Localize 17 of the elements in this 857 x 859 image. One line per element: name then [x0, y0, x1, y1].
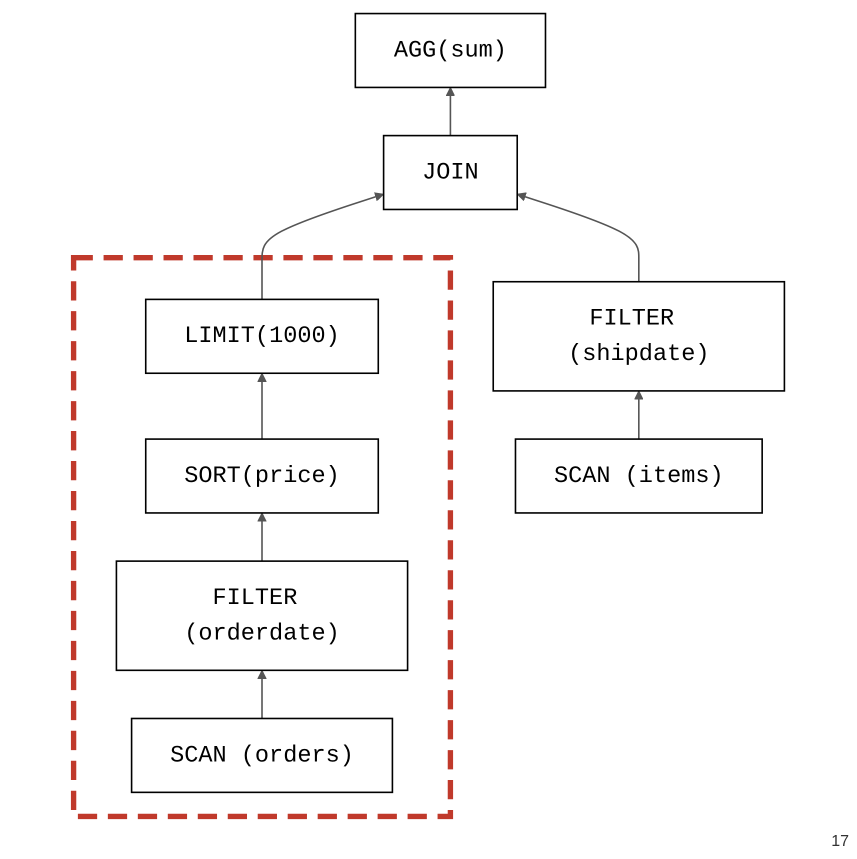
node-box: LIMIT(1000) — [144, 298, 379, 374]
cluster — [70, 254, 453, 820]
arrow — [256, 372, 266, 440]
arrow — [516, 192, 640, 282]
node-box: JOIN — [382, 134, 518, 210]
node-box: SORT(price) — [144, 438, 379, 514]
arrow — [256, 670, 266, 718]
node-box: FILTER (orderdate) — [115, 560, 408, 672]
node-box: SCAN (items) — [514, 438, 762, 514]
arrow — [634, 390, 644, 440]
node-box: FILTER (shipdate) — [492, 280, 785, 392]
node-box: SCAN (orders) — [130, 718, 393, 794]
arrow — [256, 512, 266, 562]
arrow — [445, 87, 455, 136]
page-number: 17 — [831, 833, 849, 851]
arrow — [260, 192, 384, 300]
node-box: AGG(sum) — [354, 12, 546, 88]
